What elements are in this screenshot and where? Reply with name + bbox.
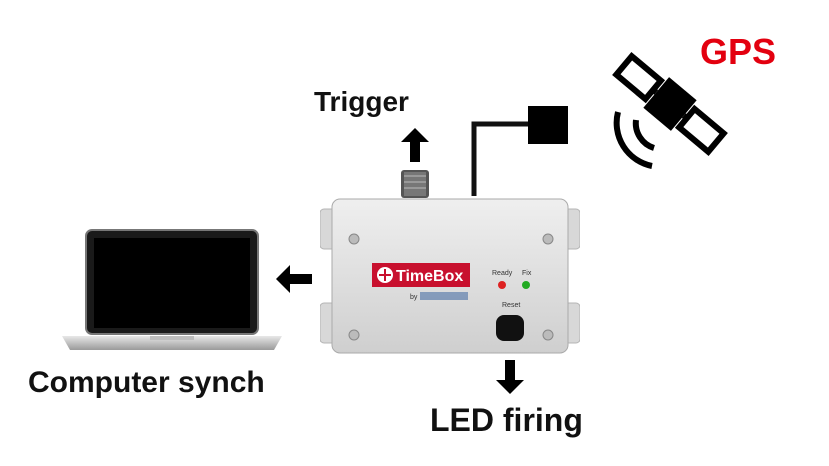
gps-label: GPS xyxy=(700,31,777,72)
maker-text: by xyxy=(410,294,418,301)
timebox-device: TimeBox by Ready Fix Reset xyxy=(320,198,580,354)
reset-label: Reset xyxy=(502,302,520,309)
satellite-icon xyxy=(612,52,728,169)
arrow-up-icon xyxy=(401,128,429,162)
laptop-icon xyxy=(62,229,282,350)
antenna-icon xyxy=(471,106,568,196)
led-firing-label: LED firing xyxy=(430,402,583,438)
trigger-connector xyxy=(401,170,429,198)
led-fix-label: Fix xyxy=(522,270,532,277)
computer-synch-label: Computer synch xyxy=(28,366,265,399)
led-ready-label: Ready xyxy=(492,270,513,277)
trigger-label: Trigger xyxy=(314,86,409,117)
arrow-down-icon xyxy=(496,360,524,394)
arrow-left-icon xyxy=(276,265,312,293)
brand-text: TimeBox xyxy=(396,268,463,285)
